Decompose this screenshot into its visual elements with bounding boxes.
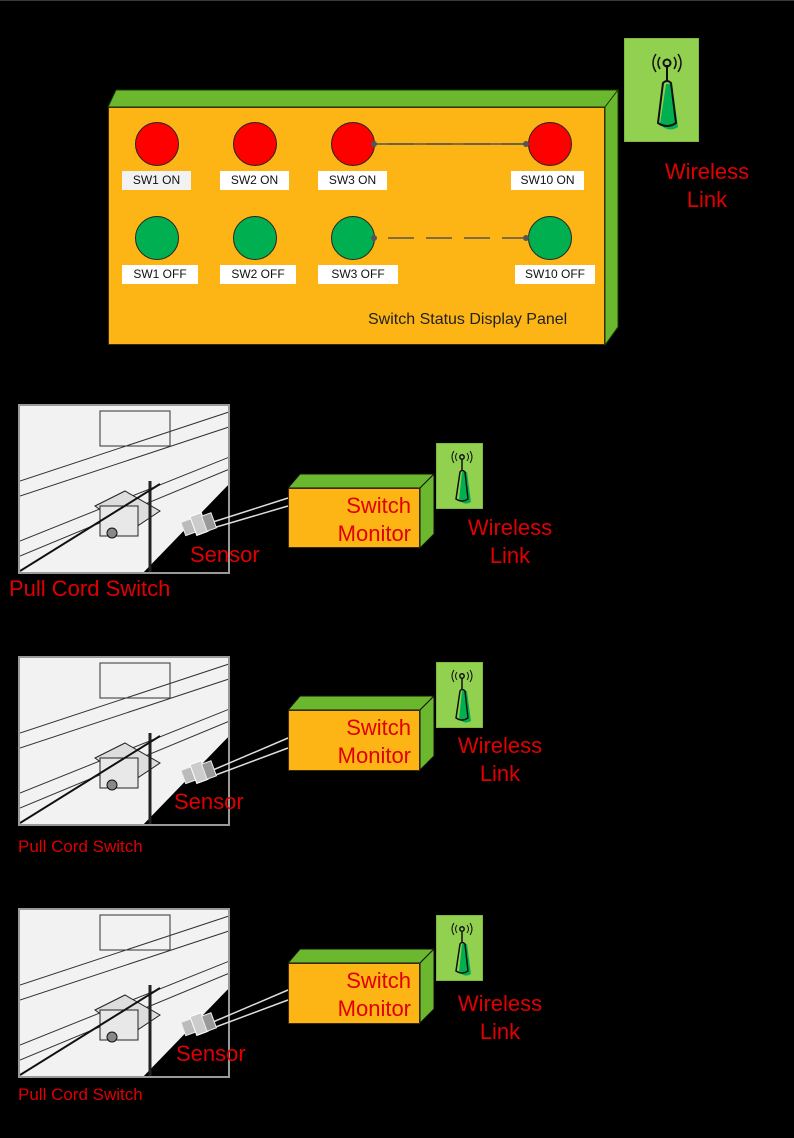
led-sw2-off [233,216,277,260]
wireless-label-line1: Wireless [457,991,543,1016]
pull-cord-switch-label: Pull Cord Switch [18,837,143,856]
wireless-label-line2: Link [479,761,521,786]
station-wireless-box [436,915,483,981]
pull-cord-switch-label: Pull Cord Switch [18,1085,143,1104]
station-wireless-box [436,443,483,509]
station-wireless-label: Wireless Link [445,732,555,788]
label-sw3-on: SW3 ON [318,171,387,190]
label-sw2-off: SW2 OFF [220,265,296,284]
antenna-icon [652,53,682,130]
monitor-label-line1: Switch [346,715,411,740]
off-row-dot-right [523,235,529,241]
switch-monitor-3d-faces [286,472,436,550]
wireless-label-line1: Wireless [467,515,553,540]
sensor-label: Sensor [174,789,244,814]
ellipsis-connectors [371,141,529,241]
switch-monitor-3d-faces [286,694,436,772]
panel-wireless-label: Wireless Link [652,158,762,214]
panel-side-face [604,88,619,347]
led-sw2-on [233,122,277,166]
station-wireless-label: Wireless Link [445,990,555,1046]
antenna-icon [451,669,473,723]
wireless-label-line2: Link [479,1019,521,1044]
pull-cord-switch-illustration [18,908,230,1078]
label-sw10-off: SW10 OFF [515,265,595,284]
panel-3d-faces [107,88,620,347]
pull-cord-switch-illustration [18,656,230,826]
led-sw1-on [135,122,179,166]
monitor-label-line1: Switch [346,493,411,518]
station-2: Pull Cord Switch Sensor Switch Monitor W… [0,656,794,866]
off-row-dot-left [371,235,377,241]
sensor-icon [180,497,289,537]
label-sw10-on: SW10 ON [511,171,584,190]
on-row-dot-left [371,141,377,147]
switch-monitor-label: Switch Monitor [289,489,419,548]
label-sw1-on: SW1 ON [122,171,191,190]
antenna-icon [451,450,473,504]
label-sw1-off: SW1 OFF [122,265,198,284]
switch-monitor-box: Switch Monitor [288,710,420,771]
on-row-dot-right [523,141,529,147]
wireless-label-line2: Link [686,187,728,212]
led-sw3-off [331,216,375,260]
station-wireless-box [436,662,483,728]
station-wireless-label: Wireless Link [455,514,565,570]
panel-title: Switch Status Display Panel [368,311,568,328]
led-sw1-off [135,216,179,260]
switch-monitor-box: Switch Monitor [288,963,420,1024]
pull-cord-switch-illustration [18,404,230,574]
panel-wireless-box [624,38,699,142]
top-border [0,0,794,1]
sensor-icon [180,989,289,1037]
pull-cord-switch-label: Pull Cord Switch [9,576,171,601]
monitor-label-line2: Monitor [337,743,411,768]
monitor-label-line2: Monitor [337,996,411,1021]
panel-top-face [107,89,620,108]
monitor-label-line1: Switch [346,968,411,993]
station-3: Pull Cord Switch Sensor Switch Monitor W… [0,908,794,1118]
sensor-label: Sensor [176,1041,246,1066]
antenna-icon [451,922,473,976]
switch-monitor-label: Switch Monitor [289,964,419,1023]
sensor-icon [180,737,289,785]
sensor-label: Sensor [190,542,260,567]
wireless-label-line2: Link [489,543,531,568]
label-sw2-on: SW2 ON [220,171,289,190]
station-1: Pull Cord Switch Sensor Switch Monitor W… [0,404,794,614]
switch-monitor-box: Switch Monitor [288,488,420,548]
wireless-label-line1: Wireless [457,733,543,758]
switch-monitor-3d-faces [286,947,436,1025]
monitor-label-line2: Monitor [337,521,411,546]
wireless-label-line1: Wireless [664,159,750,184]
switch-monitor-label: Switch Monitor [289,711,419,770]
led-sw3-on [331,122,375,166]
label-sw3-off: SW3 OFF [318,265,398,284]
